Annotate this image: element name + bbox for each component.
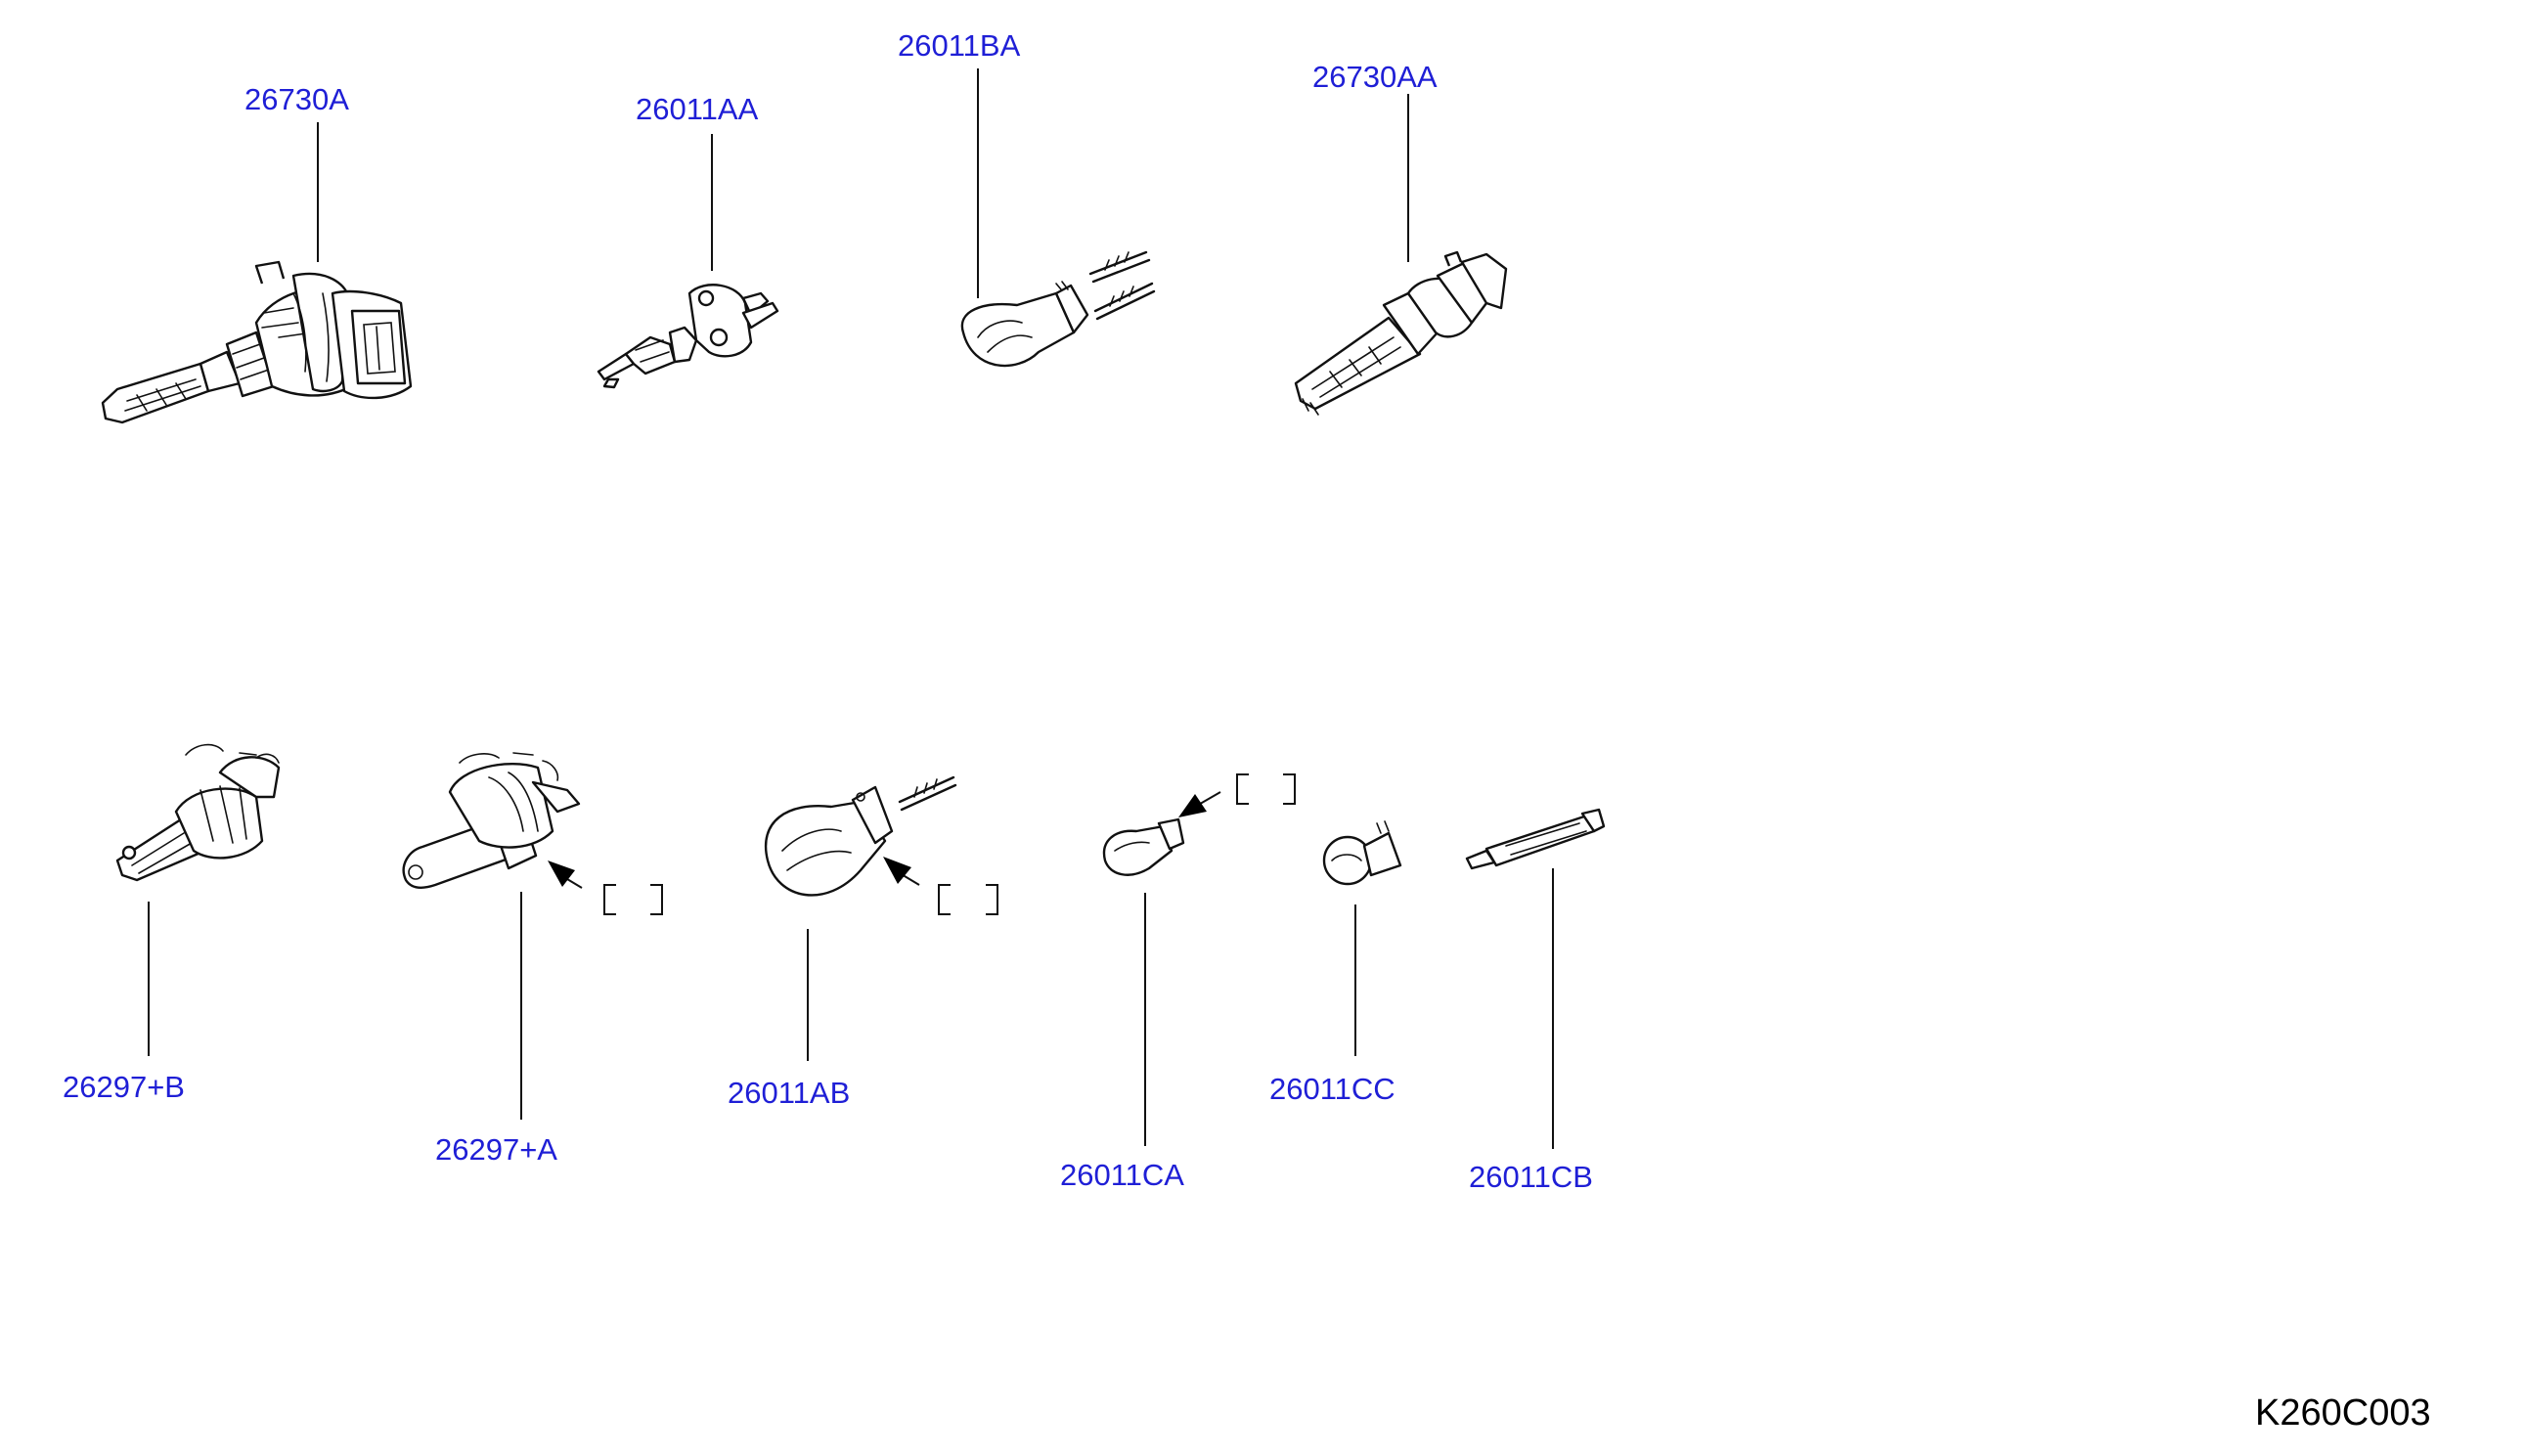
arrow-26297A xyxy=(548,860,583,889)
callout-26297A[interactable]: 26297+A xyxy=(435,1132,557,1167)
empty-bracket-3 xyxy=(1236,773,1296,805)
empty-bracket-1 xyxy=(603,884,663,915)
callout-26011CC[interactable]: 26011CC xyxy=(1269,1072,1395,1106)
callout-26011BA[interactable]: 26011BA xyxy=(898,28,1021,63)
callout-26011CA[interactable]: 26011CA xyxy=(1060,1158,1184,1192)
bulb-26730A-drawing xyxy=(101,260,413,424)
callout-26730AA[interactable]: 26730AA xyxy=(1312,60,1438,94)
bulb-26297B-drawing xyxy=(115,743,281,882)
bulb-26011BA-drawing xyxy=(960,250,1156,368)
bulb-26011AB-drawing xyxy=(765,775,957,897)
bulb-26011CB-drawing xyxy=(1465,808,1606,870)
diagram-code: K260C003 xyxy=(2255,1392,2431,1434)
bulb-26011CA-drawing xyxy=(1102,817,1185,876)
callout-26011AA[interactable]: 26011AA xyxy=(636,92,759,126)
arrow-26011AB xyxy=(883,857,920,886)
arrow-26011CA xyxy=(1178,791,1221,817)
callout-26011CB[interactable]: 26011CB xyxy=(1469,1160,1593,1194)
bulb-26011CC-drawing xyxy=(1322,820,1402,886)
callout-26730A[interactable]: 26730A xyxy=(244,82,349,116)
callout-26297B[interactable]: 26297+B xyxy=(63,1070,185,1104)
bulb-26297A-drawing xyxy=(402,752,581,889)
bulb-26730AA-drawing xyxy=(1294,250,1508,416)
empty-bracket-2 xyxy=(938,884,998,915)
bulb-26011AA-drawing xyxy=(597,284,779,389)
callout-26011AB[interactable]: 26011AB xyxy=(728,1076,851,1110)
